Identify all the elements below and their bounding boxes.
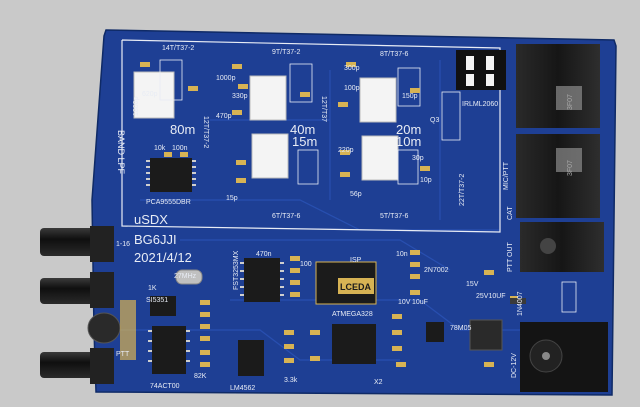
chip-label-fst3253: FST3253MX — [233, 250, 240, 290]
jack-marking-1: 3F07 — [567, 94, 574, 110]
chip-label-pca9555: PCA9555DBR — [146, 199, 191, 206]
relay-80m — [133, 71, 175, 119]
value-300p: 300p — [344, 65, 360, 72]
coil-label-8t: 8T/T37-6 — [380, 51, 409, 58]
value-620p: 620p — [142, 91, 158, 98]
chip-si5351 — [150, 296, 176, 316]
value-10k: 10k — [154, 145, 166, 152]
audio-jack-2 — [516, 134, 600, 218]
relay-15m — [251, 133, 289, 179]
chip-label-q3: Q3 — [430, 117, 439, 124]
value-150p: 150p — [402, 93, 418, 100]
chip-label-atmega328: ATMEGA328 — [332, 311, 373, 318]
value-470n: 470n — [256, 251, 272, 258]
coil-label-6t: 6T/T37-6 — [272, 213, 301, 220]
board-date: 2021/4/12 — [134, 250, 192, 265]
value-100p: 100p — [344, 85, 360, 92]
value-100: 100 — [300, 261, 312, 268]
crystal-27mhz — [175, 269, 203, 285]
value-30p: 30p — [412, 155, 424, 162]
board-callsign: BG6JJI — [134, 232, 177, 247]
audio-jacks — [516, 44, 604, 272]
value-220p: 220p — [338, 147, 354, 154]
connector-label-ptt: PTT — [116, 351, 130, 358]
relay-20m — [359, 77, 397, 123]
band-lpf-label: BAND LPF — [116, 130, 126, 175]
lceda-logo-pad — [338, 278, 374, 294]
value-25v10uf: 25V10UF — [476, 293, 506, 300]
chip-74act00 — [152, 326, 186, 374]
chip-label-x2: X2 — [374, 379, 383, 386]
value-10n: 10n — [396, 251, 408, 258]
connector-label-dc-12v: DC-12V — [511, 353, 518, 378]
chip-label-2n7002: 2N7002 — [424, 267, 449, 274]
band-label-80m: 80m — [170, 122, 195, 137]
connector-label-mic-ptt: MIC/PTT — [503, 161, 510, 190]
chip-pca9555 — [150, 158, 192, 192]
coil-label-14t: 14T/T37-2 — [162, 45, 194, 52]
connector-label-ptt-out: PTT OUT — [507, 241, 514, 272]
coil-label-5t: 5T/T37-6 — [380, 213, 409, 220]
value-15v: 15V — [466, 281, 479, 288]
rotary-knobs — [40, 226, 136, 384]
isp-label: ISP — [350, 257, 362, 264]
value-1n4007: 1N4007 — [517, 291, 524, 316]
value-330p: 330p — [232, 93, 248, 100]
chip-lm4562 — [238, 340, 264, 376]
value-1k: 1K — [148, 285, 157, 292]
band-label-10m: 10m — [396, 134, 421, 149]
chip-78m05 — [469, 319, 503, 351]
value-15p: 15p — [226, 195, 238, 202]
knob-1 — [40, 228, 98, 256]
value-10uf: 10uF — [412, 299, 428, 306]
value-10v: 10V — [398, 299, 411, 306]
value-1000p: 1000p — [216, 75, 236, 82]
value-3-3k: 3.3k — [284, 377, 298, 384]
value-10p: 10p — [420, 177, 432, 184]
relay-group — [133, 71, 399, 181]
board-title: uSDX — [134, 212, 168, 227]
header-pins — [120, 300, 136, 360]
connector-label-cat: CAT — [507, 206, 514, 220]
band-label-20m: 20m — [396, 122, 421, 137]
coil-label-9t: 9T/T37-2 — [272, 49, 301, 56]
coil-label-12t-b: 12T/T37 — [320, 96, 327, 122]
coil-footprints — [159, 59, 461, 185]
value-56p: 56p — [350, 191, 362, 198]
ic-chips — [150, 158, 503, 376]
coil-label-22t: 22T/T37-2 — [459, 174, 466, 206]
chip-label-irlml2060: IRLML2060 — [462, 101, 498, 108]
lpf-section-outline — [121, 39, 501, 233]
relay-10m — [361, 135, 399, 181]
lceda-logo-text: LCEDA — [340, 282, 371, 292]
chip-regulator — [426, 322, 444, 342]
value-470p: 470p — [216, 113, 232, 120]
dip-switch — [456, 50, 506, 90]
coil-label-12t: 12T/T37-2 — [202, 116, 209, 148]
value-1800p: 1800p — [133, 96, 140, 116]
connector-label-1-16: 1-16 — [116, 241, 130, 248]
chip-pins — [146, 160, 284, 362]
chip-label-74act00: 74ACT00 — [150, 383, 180, 390]
relay-40m — [249, 75, 287, 121]
knob-2 — [40, 278, 98, 304]
buzzer — [87, 312, 121, 344]
smd-pads — [140, 62, 518, 367]
audio-jack-3 — [520, 222, 604, 272]
chip-fst3253 — [244, 258, 280, 302]
band-label-15m: 15m — [292, 134, 317, 149]
chip-atmega328 — [332, 324, 376, 364]
chip-label-lm4562: LM4562 — [230, 385, 255, 392]
knob-3 — [40, 352, 98, 378]
band-label-40m: 40m — [290, 122, 315, 137]
jack-marking-2: 3F07 — [567, 160, 574, 176]
value-82k: 82K — [194, 373, 207, 380]
value-100n: 100n — [172, 145, 188, 152]
chip-label-78m05: 78M05 — [450, 325, 472, 332]
silkscreen-text: uSDX BG6JJI 2021/4/12 BAND LPF 80m 40m 2… — [116, 45, 574, 392]
chip-label-27mhz: 27MHz — [174, 273, 197, 280]
chip-label-si5351: SI5351 — [146, 297, 168, 304]
